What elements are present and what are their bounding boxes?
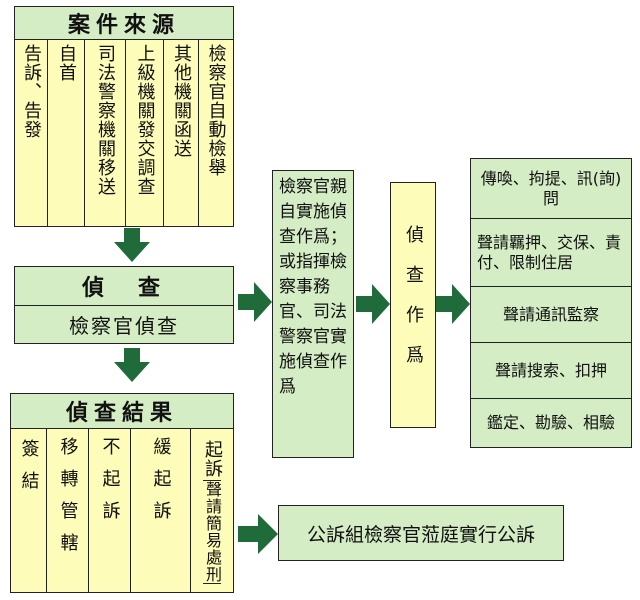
arrow-down-icon xyxy=(114,228,150,262)
investigation-method-box: 檢察官親自實施偵查作爲；或指揮檢察事務官、司法警察官實施偵查作爲 xyxy=(272,170,354,458)
summary-judgment-label: 聲請簡易處刑 xyxy=(203,479,222,584)
result-header: 偵查結果 xyxy=(10,393,234,429)
case-source-item-4: 上級機關發交調查 xyxy=(126,40,164,226)
investigation-subtitle: 檢察官偵查 xyxy=(69,313,179,338)
measure-item-3: 聲請通訊監察 xyxy=(471,287,631,343)
case-source-item-6: 檢察官自動檢舉 xyxy=(205,44,227,177)
arrow-right-icon xyxy=(238,514,278,554)
arrow-right-icon xyxy=(436,284,470,324)
measures-list: 傳喚、拘提、訊(詢)問 聲請羈押、交保、責付、限制住居 聲請通訊監察 聲請搜索、… xyxy=(470,158,632,448)
measure-item-2: 聲請羈押、交保、責付、限制住居 xyxy=(471,219,631,287)
arrow-right-icon xyxy=(238,282,272,322)
result-items: 簽結 移轉管轄 不起訴 緩起訴 起訴 聲請簡易處刑 xyxy=(10,428,234,593)
case-source-item-2: 自首 xyxy=(48,40,85,226)
arrow-right-icon xyxy=(356,284,390,324)
prosecution-text: 公訴組檢察官蒞庭實行公訴 xyxy=(306,523,535,546)
measure-item-1: 傳喚、拘提、訊(詢)問 xyxy=(471,159,631,219)
case-source-title: 案件來源 xyxy=(67,13,180,38)
result-item-1: 簽結 xyxy=(11,429,47,592)
investigation-box: 偵 查 檢察官偵查 xyxy=(14,266,234,344)
result-item-3: 不起訴 xyxy=(89,429,131,592)
prosecute-label: 起訴 xyxy=(202,439,223,478)
prosecution-box: 公訴組檢察官蒞庭實行公訴 xyxy=(278,505,564,561)
investigation-method-text: 檢察官親自實施偵查作爲；或指揮檢察事務官、司法警察官實施偵查作爲 xyxy=(279,177,347,397)
action-text: 偵查作爲 xyxy=(403,225,424,385)
case-source-item-3: 司法警察機關移送 xyxy=(85,40,126,226)
result-item-5: 起訴 聲請簡易處刑 xyxy=(191,429,233,592)
case-source-header: 案件來源 xyxy=(14,6,234,40)
measure-item-4: 聲請搜索、扣押 xyxy=(471,343,631,399)
case-source-item-1: 告訴、告發 xyxy=(15,40,48,226)
result-title: 偵查結果 xyxy=(65,401,178,426)
result-item-4: 緩起訴 xyxy=(131,429,191,592)
case-source-item-5: 其他機關函送 xyxy=(164,40,199,226)
case-source-items: 告訴、告發 自首 司法警察機關移送 上級機關發交調查 其他機關函送 檢察官自動檢… xyxy=(14,39,234,227)
investigation-title: 偵 查 xyxy=(15,267,233,306)
arrow-down-icon xyxy=(114,348,150,382)
measure-item-5: 鑑定、勘驗、相驗 xyxy=(471,399,631,447)
action-box: 偵查作爲 xyxy=(390,182,436,428)
result-item-2: 移轉管轄 xyxy=(47,429,89,592)
